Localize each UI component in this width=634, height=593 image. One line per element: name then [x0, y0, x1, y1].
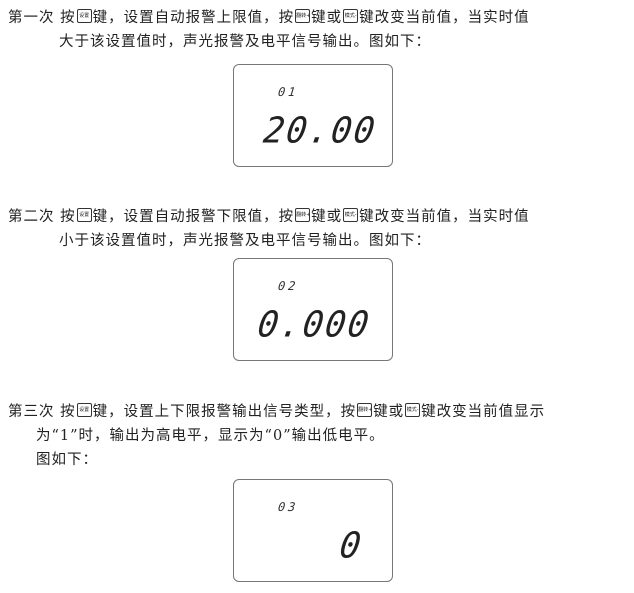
- up-key-icon: 翻转+: [295, 208, 311, 222]
- set-key-icon: 设置: [76, 9, 92, 23]
- step2-line2: 小于该设置值时，声光报警及电平信号输出。图如下：: [59, 233, 431, 249]
- text: 键，设置上下限报警输出信号类型，按: [92, 404, 357, 420]
- set-key-icon: 设置: [76, 208, 92, 222]
- step1-line2: 大于该设置值时，声光报警及电平信号输出。图如下：: [59, 34, 431, 50]
- up-key-icon: 翻转+: [357, 403, 373, 417]
- text: 键改变当前值，当实时值: [359, 209, 530, 225]
- lcd-display-1: 01 20.00: [233, 64, 393, 167]
- text: 键，设置自动报警上限值，按: [92, 10, 295, 26]
- step2-line1: 第二次 按设置键，设置自动报警下限值，按翻转+键或模式-键改变当前值，当实时值: [8, 207, 530, 227]
- text: 键或: [373, 404, 405, 420]
- step3-line2: 为“1”时，输出为高电平，显示为“0”输出低电平。: [36, 428, 385, 444]
- step-ordinal: 第三次: [8, 404, 55, 420]
- step1-line1: 第一次 按设置键，设置自动报警上限值，按翻转+键或模式-键改变当前值，当实时值: [8, 8, 530, 28]
- lcd-value: 0.000: [255, 304, 374, 346]
- lcd-display-2: 02 0.000: [233, 258, 393, 361]
- down-key-icon: 模式-: [405, 403, 421, 417]
- lcd-code: 02: [277, 279, 300, 293]
- set-key-icon: 设置: [76, 403, 92, 417]
- text: 按: [60, 209, 76, 225]
- lcd-code: 01: [277, 85, 300, 99]
- step-ordinal: 第一次: [8, 10, 55, 26]
- lcd-display-3: 03 0: [233, 479, 393, 582]
- text: 键，设置自动报警下限值，按: [92, 209, 295, 225]
- text: 键改变当前值显示: [421, 404, 546, 420]
- down-key-icon: 模式-: [343, 208, 359, 222]
- lcd-value: 0: [337, 525, 366, 567]
- step3-line3: 图如下：: [36, 452, 98, 468]
- text: 键改变当前值，当实时值: [359, 10, 530, 26]
- lcd-code: 03: [277, 500, 300, 514]
- step-ordinal: 第二次: [8, 209, 55, 225]
- lcd-value: 20.00: [261, 110, 380, 152]
- text: 按: [60, 404, 76, 420]
- text: 按: [60, 10, 76, 26]
- text: 键或: [311, 209, 343, 225]
- text: 键或: [311, 10, 343, 26]
- step3-line1: 第三次 按设置键，设置上下限报警输出信号类型，按翻转+键或模式-键改变当前值显示: [8, 402, 545, 422]
- up-key-icon: 翻转+: [295, 9, 311, 23]
- down-key-icon: 模式-: [343, 9, 359, 23]
